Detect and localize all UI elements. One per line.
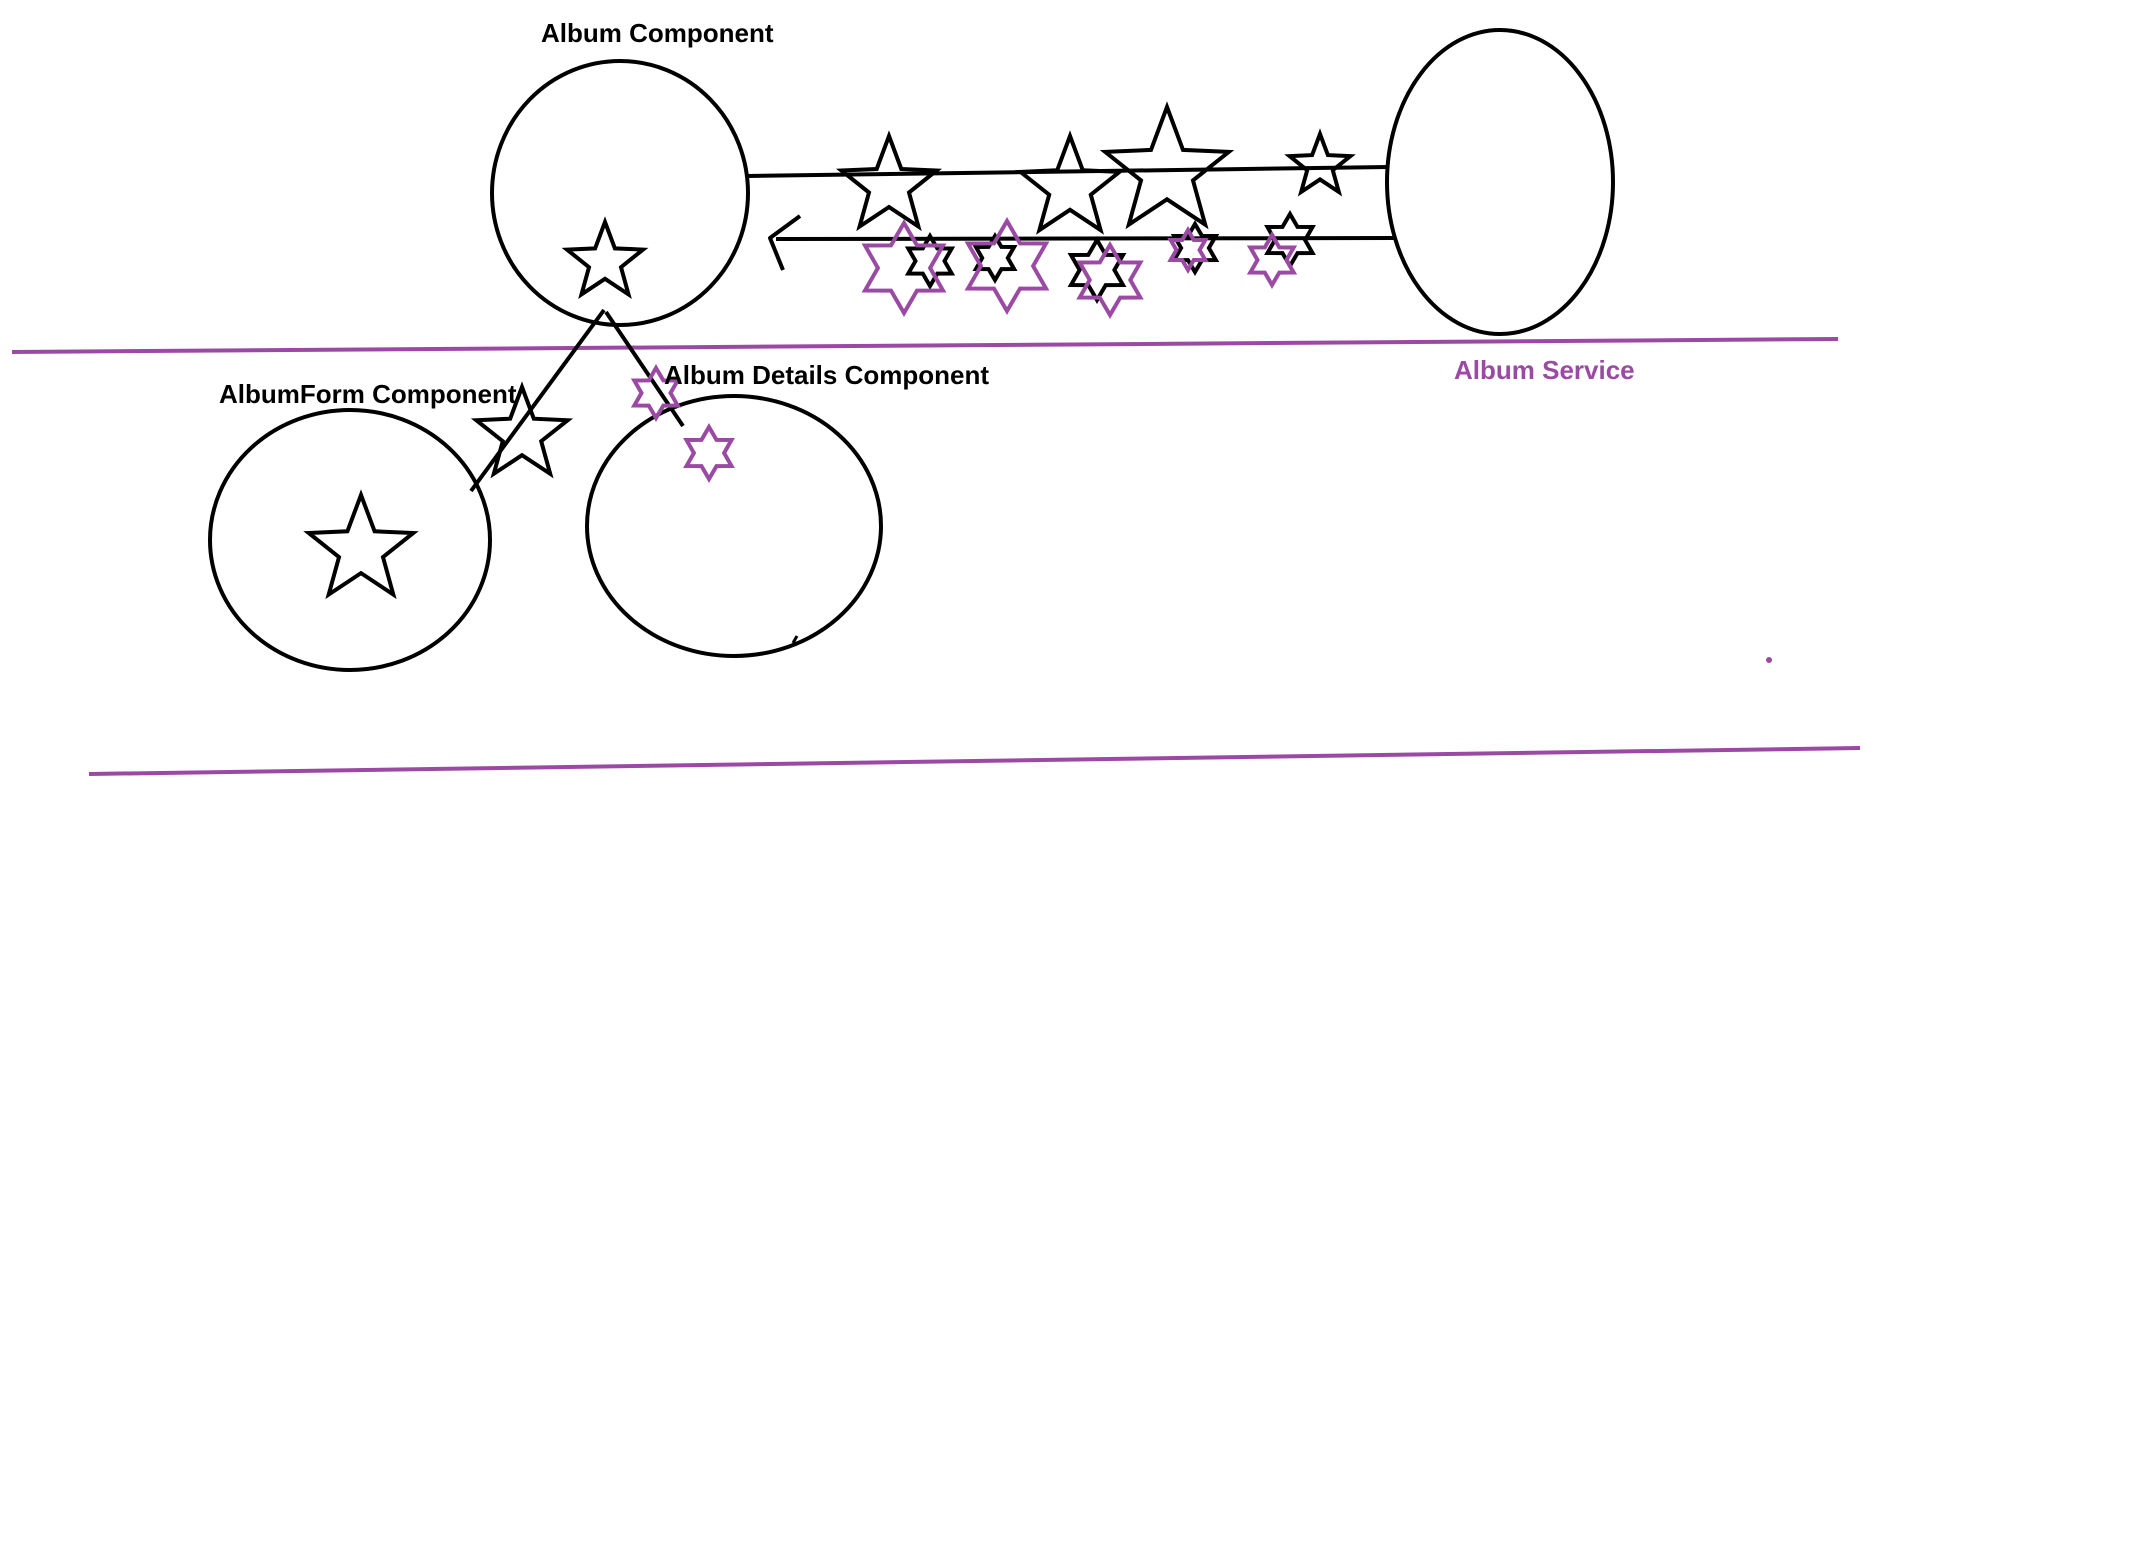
six-point-star-group	[630, 217, 1298, 483]
five-point-star-icon	[1015, 130, 1125, 235]
six-point-star-icon	[972, 232, 1018, 284]
five-point-star-icon	[835, 130, 943, 232]
six-point-star-icon	[1167, 226, 1209, 274]
stray-dot-purple	[1766, 657, 1772, 663]
six-point-star-icon	[1246, 231, 1298, 289]
album-details-component-label: Album Details Component	[664, 360, 990, 390]
six-point-star-icon	[1170, 220, 1220, 276]
album-form-component-node	[208, 408, 492, 672]
album-component-label: Album Component	[541, 18, 774, 48]
album-details-component-node	[585, 394, 883, 658]
six-point-star-icon	[861, 219, 947, 317]
five-point-star-icon	[1099, 101, 1235, 230]
five-point-star-icon	[1284, 128, 1356, 197]
album-component-node	[490, 59, 750, 327]
separator-line-bottom	[88, 746, 1861, 776]
arrow-head-icon	[768, 214, 802, 271]
five-point-star-icon	[303, 489, 419, 600]
album-form-component-label: AlbumForm Component	[219, 379, 517, 409]
six-point-star-icon	[1076, 241, 1144, 319]
album-service-node	[1385, 28, 1615, 336]
five-point-star-icon	[561, 216, 649, 300]
six-point-star-icon	[964, 217, 1050, 315]
connector-component-to-form	[469, 308, 606, 493]
album-service-label: Album Service	[1454, 355, 1635, 385]
stray-tick-black	[791, 635, 799, 644]
six-point-star-icon	[1067, 236, 1127, 304]
six-point-star-icon	[630, 364, 682, 422]
separator-line-top	[11, 337, 1839, 354]
connector-service-to-component-bottom	[775, 236, 1397, 241]
five-point-star-group	[303, 101, 1356, 600]
six-point-star-icon	[683, 423, 735, 483]
connector-service-to-component-top	[747, 165, 1389, 178]
six-point-star-icon	[904, 232, 956, 290]
five-point-star-icon	[470, 381, 574, 479]
